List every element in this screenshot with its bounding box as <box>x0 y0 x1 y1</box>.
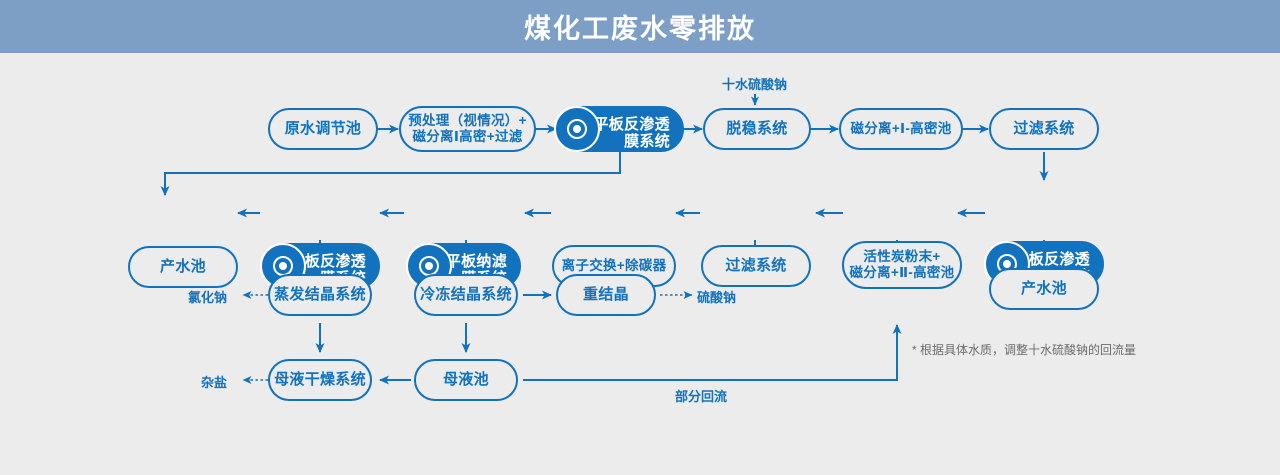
node-label-line1: 平板纳滤 <box>445 252 507 270</box>
node-label: 产水池 <box>160 258 206 276</box>
node-activated-carbon[interactable]: 活性炭粉末+ 磁分离+Ⅱ-高密池 <box>842 241 962 289</box>
node-label: 离子交换+除碳器 <box>561 258 667 274</box>
node-label: 母液干燥系统 <box>274 371 366 389</box>
label-sodium-chloride: 氯化钠 <box>188 290 228 305</box>
node-label: 重结晶 <box>583 286 629 304</box>
node-label: 过滤系统 <box>1013 120 1075 138</box>
node-evaporation-crystallization[interactable]: 蒸发结晶系统 <box>268 274 372 316</box>
node-recrystallization[interactable]: 重结晶 <box>556 274 656 316</box>
footnote-text: * 根据具体水质，调整十水硫酸钠的回流量 <box>912 343 1137 357</box>
node-label-line2: 磁分离+Ⅱ-高密池 <box>849 265 955 280</box>
label-partial-reflux: 部分回流 <box>675 389 728 404</box>
node-label: 冷冻结晶系统 <box>420 286 512 304</box>
node-label: 母液池 <box>443 371 489 389</box>
label-mixed-salt: 杂盐 <box>201 375 228 390</box>
node-label-line1: 平板反渗透 <box>1013 250 1090 268</box>
page-header: 煤化工废水零排放 <box>0 0 1280 53</box>
node-label: 脱稳系统 <box>726 120 788 138</box>
node-ro-membrane-1[interactable]: 平板反渗透 膜系统 <box>554 106 684 152</box>
node-label-line1: 平板反渗透 <box>593 115 670 133</box>
connector-layer <box>160 94 1049 385</box>
node-label-line2: 磁分离Ⅰ高密+过滤 <box>412 129 523 144</box>
page-title: 煤化工废水零排放 <box>524 14 756 44</box>
node-freeze-crystallization[interactable]: 冷冻结晶系统 <box>414 274 518 316</box>
node-product-water-left[interactable]: 产水池 <box>128 246 238 288</box>
node-mother-liquor-tank[interactable]: 母液池 <box>414 359 518 401</box>
node-magnetic-separation-1[interactable]: 磁分离+Ⅰ-高密池 <box>839 108 963 150</box>
membrane-disc-icon <box>554 106 600 152</box>
node-label-line1: 平板反渗透 <box>289 252 366 270</box>
node-filtration-2[interactable]: 过滤系统 <box>701 245 811 287</box>
label-sodium-sulfate-decahydrate: 十水硫酸钠 <box>722 77 788 92</box>
node-label: 产水池 <box>1021 280 1067 298</box>
node-product-water-right[interactable]: 产水池 <box>989 268 1099 310</box>
arrow-ro1-to-product-water-left <box>160 152 621 196</box>
node-filtration-1[interactable]: 过滤系统 <box>989 108 1099 150</box>
label-sodium-sulfate: 硫酸钠 <box>697 290 737 305</box>
node-label: 蒸发结晶系统 <box>274 286 366 304</box>
node-pretreatment[interactable]: 预处理（视情况）+ 磁分离Ⅰ高密+过滤 <box>399 106 536 152</box>
node-label-line1: 预处理（视情况）+ <box>408 113 527 129</box>
node-mother-liquor-drying[interactable]: 母液干燥系统 <box>268 359 372 401</box>
node-label: 磁分离+Ⅰ-高密池 <box>850 121 952 137</box>
node-label-line2: 膜系统 <box>624 132 670 150</box>
node-label: 过滤系统 <box>725 257 787 275</box>
flowchart-canvas: 原水调节池 预处理（视情况）+ 磁分离Ⅰ高密+过滤 平板反渗透 膜系统 脱稳系统… <box>0 53 1280 475</box>
arrow-partial-reflux <box>523 324 902 381</box>
node-raw-water-tank[interactable]: 原水调节池 <box>268 108 378 150</box>
node-label-line1: 活性炭粉末+ <box>863 249 941 265</box>
node-destabilization[interactable]: 脱稳系统 <box>703 108 811 150</box>
node-label: 原水调节池 <box>284 120 362 138</box>
